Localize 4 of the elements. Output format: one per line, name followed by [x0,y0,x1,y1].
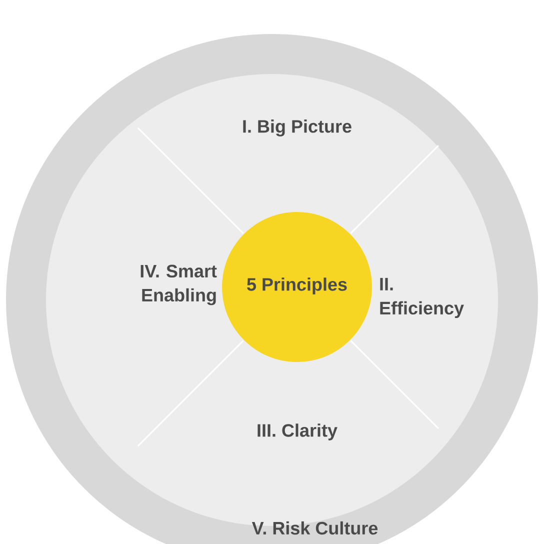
sector-label: II. Efficiency [380,278,464,318]
sector-label: IV. Smart Enabling [140,264,217,306]
sector-label: I. Big Picture [243,120,352,136]
sector-label: III. Clarity [258,424,338,440]
